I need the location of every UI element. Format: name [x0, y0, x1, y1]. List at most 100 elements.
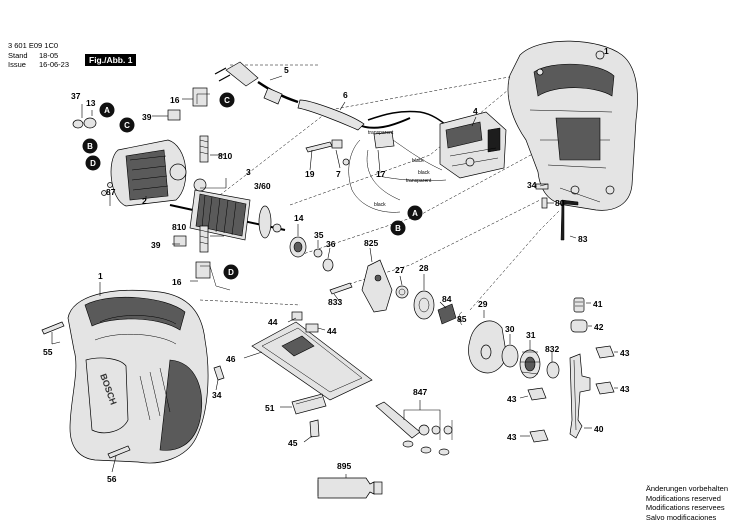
connector-b-1: B: [82, 138, 98, 154]
figure-label: Fig./Abb. 1: [85, 54, 137, 66]
part-label-1-top: 1: [604, 46, 609, 56]
svg-text:D: D: [90, 159, 96, 168]
svg-text:B: B: [87, 142, 93, 151]
part-label-825: 825: [364, 238, 378, 248]
part-label-51: 51: [265, 403, 275, 413]
lead-lines: [51, 75, 618, 478]
part-label-46: 46: [226, 354, 236, 364]
housing-half-left: BOSCH: [67, 289, 209, 464]
modification-notes: Änderungen vorbehalten Modifications res…: [646, 484, 728, 522]
part-label-810-bottom: 810: [172, 222, 186, 232]
part-label-847: 847: [413, 387, 427, 397]
part-label-41: 41: [593, 299, 603, 309]
connector-d-2: D: [223, 264, 239, 280]
part-label-27: 27: [395, 265, 405, 275]
part-label-55: 55: [43, 347, 53, 357]
note-es: Salvo modificaciones: [645, 512, 717, 522]
part-label-42: 42: [594, 322, 604, 332]
part-label-4: 4: [473, 106, 478, 116]
issue-value: 16-06-23: [39, 60, 70, 69]
part-label-43-a: 43: [620, 348, 630, 358]
part-label-30: 30: [505, 324, 515, 334]
wire-label-black-1: black: [412, 158, 424, 164]
part-label-13: 13: [86, 98, 96, 108]
part-label-87: 87: [106, 187, 116, 197]
part-label-1-bottom: 1: [98, 271, 103, 281]
part-label-5: 5: [284, 65, 289, 75]
stroke-rod: [527, 297, 615, 443]
part-label-44-left: 44: [268, 317, 278, 327]
svg-text:A: A: [412, 209, 418, 218]
part-label-39-top: 39: [142, 112, 152, 122]
connector-c-1: C: [119, 117, 135, 133]
base-plate: [251, 311, 373, 415]
note-fr: Modifications reservees: [645, 503, 725, 512]
stand-value: 18-05: [39, 51, 59, 60]
part-label-810-top: 810: [218, 151, 232, 161]
part-label-17: 17: [376, 169, 386, 179]
note-de: Änderungen vorbehalten: [645, 484, 728, 493]
brush-holders: [167, 87, 231, 291]
stand-label: Stand: [8, 51, 28, 60]
mains-cable: [214, 61, 451, 131]
part-label-29: 29: [478, 299, 488, 309]
fasteners: [41, 117, 579, 459]
wire-label-black-3: black: [374, 202, 386, 208]
grease-tube: [317, 477, 383, 499]
part-label-895: 895: [337, 461, 351, 471]
part-label-19: 19: [305, 169, 315, 179]
part-label-85: 85: [457, 314, 467, 324]
part-label-2: 2: [142, 196, 147, 206]
part-label-56: 56: [107, 474, 117, 484]
blade-clamp: [375, 401, 453, 456]
part-label-80: 80: [555, 198, 565, 208]
part-label-28: 28: [419, 263, 429, 273]
part-label-34-bottom: 34: [212, 390, 222, 400]
internal-wires: [331, 131, 447, 213]
part-label-84: 84: [442, 294, 452, 304]
wire-label-black-2: black: [418, 170, 430, 176]
part-label-37: 37: [71, 91, 81, 101]
svg-text:B: B: [395, 224, 401, 233]
part-label-35: 35: [314, 230, 324, 240]
wire-label-transparent-1: transparent: [368, 130, 394, 136]
switch: [439, 111, 507, 179]
part-label-43-c: 43: [507, 394, 517, 404]
connector-a-2: A: [407, 205, 423, 221]
stator: [110, 139, 187, 207]
part-label-40: 40: [594, 424, 604, 434]
svg-text:D: D: [228, 268, 234, 277]
part-label-83: 83: [578, 234, 588, 244]
part-label-16-top: 16: [170, 95, 180, 105]
connector-b-2: B: [390, 220, 406, 236]
gear-assembly: [361, 259, 560, 379]
part-label-14: 14: [294, 213, 304, 223]
issue-label: Issue: [8, 60, 26, 69]
doc-number: 3 601 E09 1C0: [8, 41, 59, 50]
part-label-43-d: 43: [507, 432, 517, 442]
connector-c-2: C: [219, 92, 235, 108]
svg-text:A: A: [104, 106, 110, 115]
part-label-44-right: 44: [327, 326, 337, 336]
svg-text:C: C: [224, 96, 230, 105]
part-label-833: 833: [328, 297, 342, 307]
housing-half-right: [507, 40, 638, 211]
note-en: Modifications reserved: [645, 493, 721, 503]
part-label-31: 31: [526, 330, 536, 340]
part-label-36: 36: [326, 239, 336, 249]
wire-label-transparent-2: transparent: [406, 178, 432, 184]
part-label-43-b: 43: [620, 384, 630, 394]
part-label-7: 7: [336, 169, 341, 179]
connector-d-1: D: [85, 155, 101, 171]
part-label-45: 45: [288, 438, 298, 448]
connector-a-1: A: [99, 102, 115, 118]
part-label-3-60: 3/60: [254, 181, 271, 191]
part-label-832: 832: [545, 344, 559, 354]
part-label-34-top: 34: [527, 180, 537, 190]
svg-text:C: C: [124, 121, 130, 130]
part-label-16-bottom: 16: [172, 277, 182, 287]
part-label-39-bottom: 39: [151, 240, 161, 250]
part-label-3: 3: [246, 167, 251, 177]
